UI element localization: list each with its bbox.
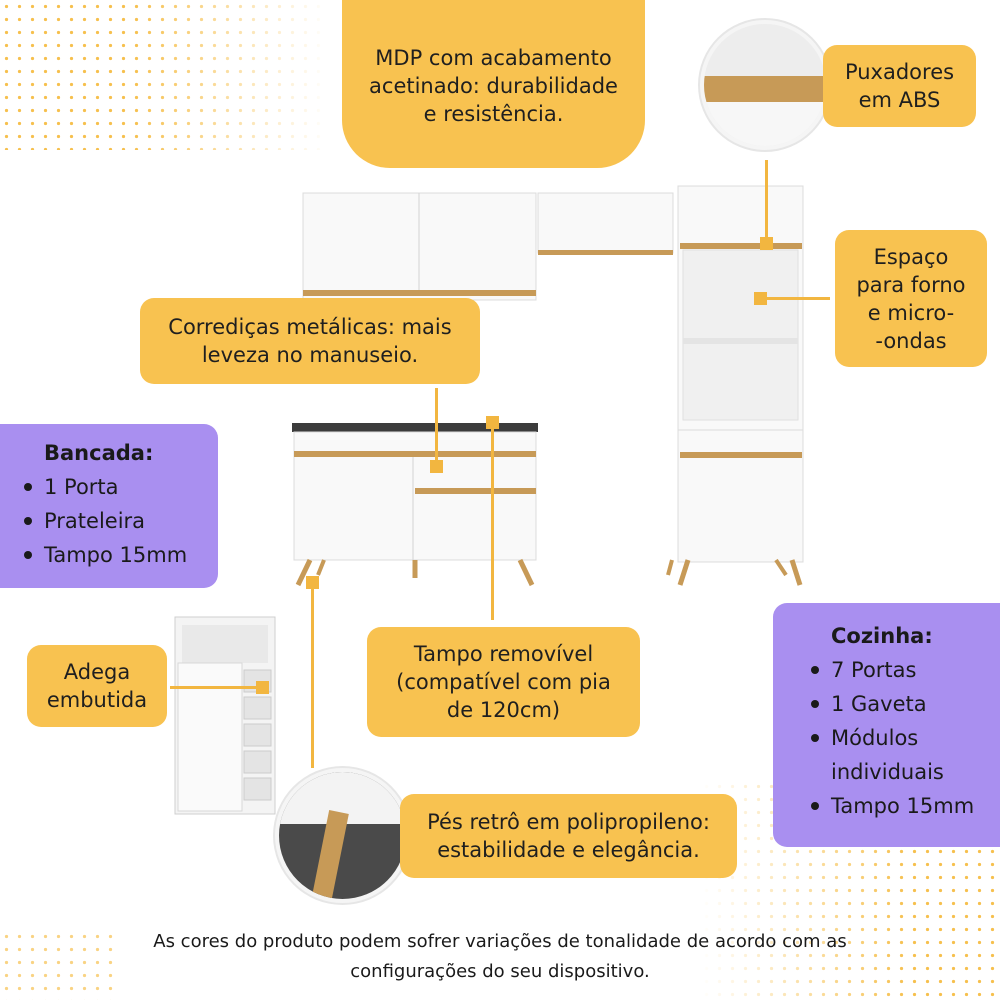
callout-mdp-line-2: acetinado: durabilidade — [369, 74, 618, 98]
callout-espaco-line-1: Espaço — [873, 244, 949, 269]
connector-node-tampo — [486, 416, 499, 429]
callout-pes-line-1: Pés retrô em polipropileno: — [427, 810, 710, 834]
callout-corredicas: Corrediças metálicas: mais leveza no man… — [140, 298, 480, 384]
cozinha-item: 1 Gaveta — [807, 687, 1000, 721]
callout-corredicas-line-1: Corrediças metálicas: mais — [168, 315, 452, 339]
callout-espaco-line-4: -ondas — [875, 328, 947, 353]
color-disclaimer-line-1: As cores do produto podem sofrer variaçõ… — [153, 931, 847, 952]
connector-line-puxadores — [765, 160, 768, 245]
color-disclaimer-line-2: configurações do seu dispositivo. — [350, 961, 650, 982]
leg-detail-circle — [275, 768, 410, 903]
cozinha-title: Cozinha: — [831, 624, 933, 648]
callout-pes: Pés retrô em polipropileno: estabilidade… — [400, 794, 737, 878]
callout-pes-line-2: estabilidade e elegância. — [437, 838, 700, 862]
leg-detail-image — [279, 772, 406, 899]
callout-mdp-line-3: e resistência. — [423, 102, 564, 126]
connector-line-adega — [170, 686, 268, 689]
base-counter-cabinet — [292, 423, 538, 587]
connector-line-pes — [311, 578, 314, 768]
wine-rack-cabinet — [174, 616, 276, 815]
callout-tampo: Tampo removível (compatível com pia de 1… — [367, 627, 640, 737]
bancada-specs: Bancada: 1 Porta Prateleira Tampo 15mm — [0, 424, 218, 588]
upper-cabinets — [302, 192, 674, 301]
callout-tampo-line-2: (compatível com pia — [396, 670, 611, 694]
dot-pattern-top-left — [0, 0, 330, 150]
connector-node-corredicas — [430, 460, 443, 473]
handle-detail-circle — [700, 20, 830, 150]
bancada-item: Tampo 15mm — [20, 538, 218, 572]
cozinha-item: individuais — [831, 760, 944, 784]
callout-adega-line-1: Adega — [63, 660, 131, 684]
connector-line-tampo — [491, 420, 494, 620]
bancada-item: Prateleira — [20, 504, 218, 538]
color-disclaimer: As cores do produto podem sofrer variaçõ… — [40, 927, 960, 987]
callout-tampo-line-1: Tampo removível — [413, 642, 594, 666]
connector-node-espaco — [754, 292, 767, 305]
callout-corredicas-line-2: leveza no manuseio. — [201, 343, 419, 367]
cozinha-item: Tampo 15mm — [807, 789, 1000, 823]
cozinha-item: 7 Portas — [807, 653, 1000, 687]
bancada-title: Bancada: — [44, 441, 154, 465]
connector-line-corredicas — [435, 388, 438, 466]
connector-node-puxadores — [760, 237, 773, 250]
callout-espaco-line-2: para forno — [856, 272, 966, 297]
callout-mdp-line-1: MDP com acabamento — [375, 46, 612, 70]
callout-puxadores-line-2: em ABS — [858, 88, 941, 112]
cozinha-list: 7 Portas 1 Gaveta Módulos individuais Ta… — [807, 653, 1000, 823]
tall-column-cabinet — [666, 185, 804, 586]
handle-detail-image — [704, 24, 826, 146]
callout-adega-line-2: embutida — [46, 688, 148, 712]
connector-node-adega — [256, 681, 269, 694]
callout-espaco: Espaço para forno e micro- -ondas — [835, 230, 987, 367]
dot-pattern-bottom-left — [0, 930, 120, 1000]
callout-espaco-line-3: e micro- — [867, 300, 955, 325]
bancada-item: 1 Porta — [20, 470, 218, 504]
callout-tampo-line-3: de 120cm) — [446, 698, 561, 722]
cozinha-specs: Cozinha: 7 Portas 1 Gaveta Módulos indiv… — [773, 603, 1000, 847]
connector-line-espaco — [760, 297, 830, 300]
callout-mdp: MDP com acabamento acetinado: durabilida… — [342, 0, 645, 168]
callout-puxadores-line-1: Puxadores — [844, 60, 955, 84]
connector-node-pes — [306, 576, 319, 589]
callout-puxadores: Puxadores em ABS — [823, 45, 976, 127]
cozinha-item: Módulos — [807, 721, 1000, 755]
callout-adega: Adega embutida — [27, 645, 167, 727]
bancada-list: 1 Porta Prateleira Tampo 15mm — [20, 470, 218, 572]
